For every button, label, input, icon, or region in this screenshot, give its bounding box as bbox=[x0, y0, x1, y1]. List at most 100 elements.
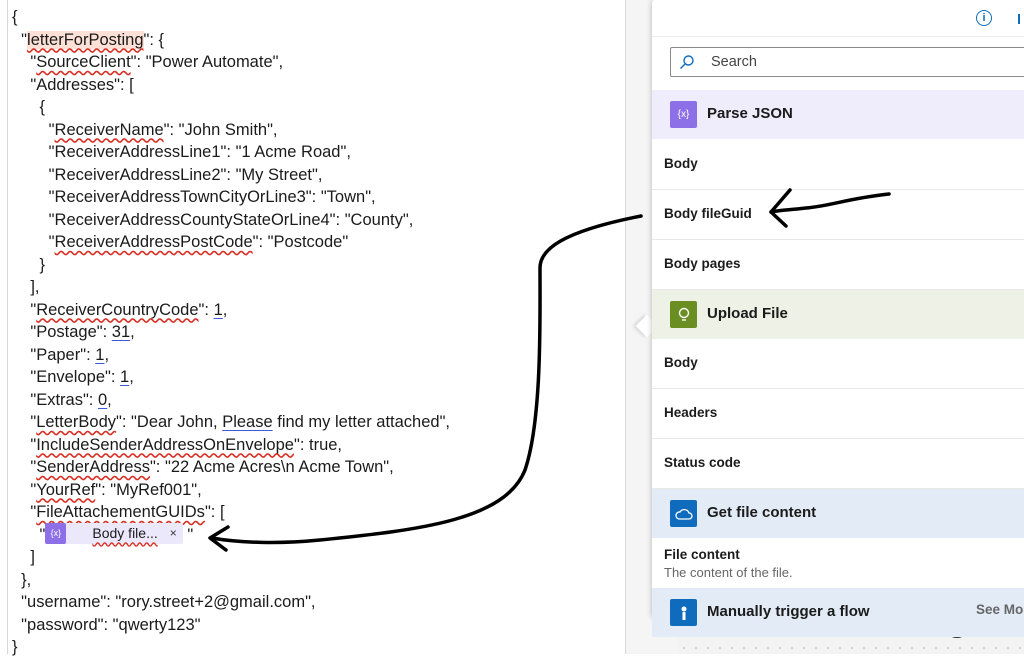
search-placeholder: Search bbox=[711, 54, 757, 70]
code-segment: ": "John Smith", bbox=[163, 120, 278, 139]
section-title: Parse JSON bbox=[707, 105, 793, 122]
panel-topbar: i bbox=[652, 0, 1024, 37]
code-segment: ReceiverCountryCode bbox=[36, 300, 199, 319]
code-line: } bbox=[12, 254, 450, 277]
code-segment: } bbox=[12, 638, 18, 656]
search-icon bbox=[680, 55, 694, 69]
code-line: "Paper": 1, bbox=[12, 344, 450, 367]
code-line: "SenderAddress": "22 Acme Acres\n Acme T… bbox=[12, 456, 450, 479]
code-segment: "ReceiverAddressCountyStateOrLine4": "Co… bbox=[12, 210, 414, 229]
download-icon[interactable] bbox=[1018, 14, 1024, 24]
code-segment: "ReceiverAddressLine2": "My Street", bbox=[12, 165, 323, 184]
code-segment: Please bbox=[222, 413, 273, 431]
token-remove-icon[interactable]: × bbox=[169, 526, 177, 541]
code-segment: 1 bbox=[213, 300, 223, 319]
code-segment: }, bbox=[12, 570, 32, 589]
code-segment: 31 bbox=[111, 323, 131, 341]
item-label: Body pages bbox=[664, 256, 741, 271]
item-label: File content bbox=[664, 547, 740, 562]
dynamic-content-item[interactable]: Body bbox=[652, 140, 1024, 190]
see-more-link[interactable]: See More bbox=[976, 602, 1024, 617]
code-segment: " bbox=[12, 30, 28, 49]
item-label: Body bbox=[664, 355, 698, 370]
code-line: "Postage": 31, bbox=[12, 321, 450, 344]
code-segment: } bbox=[12, 255, 46, 274]
code-line: ] bbox=[12, 546, 450, 569]
code-line: "Addresses": [ bbox=[12, 74, 450, 97]
expression-icon: {x} bbox=[45, 523, 67, 545]
code-segment: { bbox=[12, 98, 46, 116]
dynamic-content-item[interactable]: Body pages bbox=[652, 240, 1024, 290]
code-line: { bbox=[12, 6, 450, 29]
code-segment: ReceiverAddressPostCode bbox=[54, 233, 253, 251]
code-segment: { bbox=[12, 8, 18, 26]
code-segment: "Paper": bbox=[12, 345, 96, 364]
dynamic-content-item[interactable]: Body bbox=[652, 339, 1024, 389]
code-segment: ": true, bbox=[293, 435, 343, 454]
section-header-get-file-content: Get file content bbox=[652, 489, 1024, 538]
code-line: "SourceClient": "Power Automate", bbox=[12, 51, 450, 74]
section-header-manually-trigger-a-flow: Manually trigger a flow See More bbox=[652, 588, 1024, 637]
item-label: Status code bbox=[664, 455, 741, 470]
code-segment: "Addresses": [ bbox=[12, 75, 134, 94]
code-segment: ": { bbox=[143, 30, 165, 49]
json-code[interactable]: { "letterForPosting": { "SourceClient": … bbox=[12, 6, 450, 659]
json-editor[interactable]: { "letterForPosting": { "SourceClient": … bbox=[0, 0, 626, 656]
lightbulb-icon bbox=[670, 301, 697, 328]
editor-left-border bbox=[7, 0, 8, 654]
code-segment: ": "MyRef001", bbox=[95, 480, 202, 499]
code-line: { bbox=[12, 96, 450, 119]
code-segment: " bbox=[12, 503, 37, 521]
code-segment: " bbox=[12, 53, 37, 71]
info-icon[interactable]: i bbox=[976, 10, 992, 26]
code-segment: "ReceiverAddressLine1": "1 Acme Road", bbox=[12, 143, 351, 161]
code-segment: ": "Dear John, bbox=[116, 413, 223, 431]
code-line: "ReceiverAddressLine1": "1 Acme Road", bbox=[12, 141, 450, 164]
dynamic-content-token[interactable]: {x}Body file...× bbox=[45, 523, 183, 545]
code-segment: SourceClient bbox=[36, 53, 131, 71]
search-input[interactable]: Search bbox=[670, 47, 1024, 77]
code-segment: ": "Postcode" bbox=[252, 233, 349, 251]
dynamic-content-item[interactable]: Headers bbox=[652, 389, 1024, 439]
code-segment: 1 bbox=[120, 368, 130, 386]
code-line: "username": "rory.street+2@gmail.com", bbox=[12, 591, 450, 614]
item-label: Body bbox=[664, 156, 698, 171]
section-title: Upload File bbox=[707, 305, 788, 322]
code-segment: " bbox=[12, 480, 37, 499]
code-segment: "username": "rory.street+2@gmail.com", bbox=[12, 593, 316, 611]
code-line: "ReceiverAddressCountyStateOrLine4": "Co… bbox=[12, 209, 450, 232]
code-segment: 1 bbox=[95, 345, 105, 364]
code-segment: IncludeSenderAddressOnEnvelope bbox=[36, 435, 294, 454]
code-segment: , bbox=[130, 323, 135, 341]
code-segment: "password": "qwerty123" bbox=[12, 615, 201, 634]
code-line: "password": "qwerty123" bbox=[12, 614, 450, 637]
code-line: "letterForPosting": { bbox=[12, 29, 450, 52]
code-line: "IncludeSenderAddressOnEnvelope": true, bbox=[12, 434, 450, 457]
code-segment: , bbox=[107, 390, 112, 409]
code-segment: , bbox=[129, 368, 134, 386]
section-header-parse-json: {x} Parse JSON bbox=[652, 90, 1024, 139]
section-title: Manually trigger a flow bbox=[707, 603, 870, 620]
code-line: "ReceiverName": "John Smith", bbox=[12, 119, 450, 142]
code-segment: " bbox=[12, 233, 55, 251]
code-line: }, bbox=[12, 569, 450, 592]
parse-json-icon: {x} bbox=[670, 101, 697, 128]
code-segment: ": bbox=[198, 300, 214, 319]
code-segment: FileAttachementGUIDs bbox=[36, 503, 205, 521]
code-segment: " bbox=[12, 120, 55, 139]
code-segment: "Postage": bbox=[12, 323, 112, 341]
item-label: Headers bbox=[664, 405, 718, 420]
dynamic-content-item[interactable]: Status code bbox=[652, 439, 1024, 489]
code-segment: "Envelope": bbox=[12, 368, 121, 386]
dynamic-content-item[interactable]: Body fileGuid bbox=[652, 190, 1024, 240]
code-segment: YourRef bbox=[36, 480, 96, 499]
code-line: "Extras": 0, bbox=[12, 389, 450, 412]
code-segment: " bbox=[12, 525, 46, 544]
code-line: "YourRef": "MyRef001", bbox=[12, 479, 450, 502]
code-line: "ReceiverAddressLine2": "My Street", bbox=[12, 164, 450, 187]
code-segment: " bbox=[182, 525, 194, 544]
onedrive-cloud-icon bbox=[670, 500, 697, 527]
code-segment: find my letter attached", bbox=[272, 413, 451, 431]
